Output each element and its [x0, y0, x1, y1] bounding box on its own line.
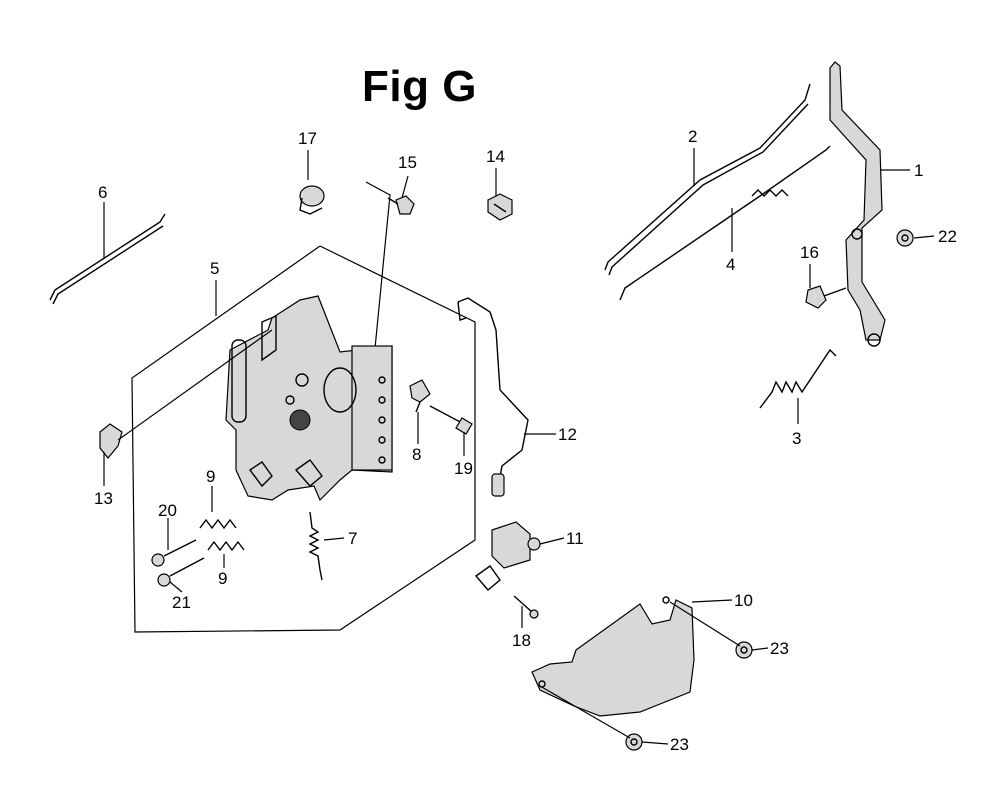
callout-8: 8 [412, 445, 421, 464]
callout-12: 12 [558, 425, 577, 444]
callout-2: 2 [688, 127, 697, 146]
callout-13: 13 [94, 489, 113, 508]
part-9-springs [199, 518, 245, 552]
callout-22: 22 [938, 227, 957, 246]
part-12-rod [457, 297, 529, 497]
callout-21: 21 [172, 593, 191, 612]
callout-20: 20 [158, 501, 177, 520]
callout-16: 16 [800, 243, 819, 262]
callout-19: 19 [454, 459, 473, 478]
figure-title: Fig G [362, 62, 477, 111]
part-18-screw [513, 595, 539, 619]
part-6-rod [49, 213, 166, 305]
part-20-bolt [151, 539, 197, 567]
callout-11: 11 [566, 529, 584, 548]
leader-lines [103, 148, 935, 745]
callout-5: 5 [210, 259, 219, 278]
callout-9-lower: 9 [218, 569, 227, 588]
callout-3: 3 [792, 429, 801, 448]
part-19-bolt [429, 405, 473, 435]
assembly-outline [131, 245, 476, 633]
part-15-bolt [387, 195, 415, 215]
part-5-control-plate [225, 295, 393, 502]
callout-9-upper: 9 [206, 467, 215, 486]
callout-6: 6 [98, 183, 107, 202]
part-8-clip [409, 379, 431, 413]
part-22-nut [896, 229, 914, 247]
part-21-bolt [157, 557, 205, 587]
callout-4: 4 [726, 255, 735, 274]
callout-1: 1 [914, 161, 923, 180]
callout-14: 14 [486, 147, 505, 166]
part-1-lever [829, 61, 886, 347]
callout-17: 17 [298, 129, 317, 148]
part-2-rod [604, 83, 811, 276]
part-11-switch [474, 521, 541, 591]
part-4-rod [619, 145, 831, 301]
callout-23-lower: 23 [670, 735, 689, 754]
part-13-clip [99, 423, 123, 459]
part-16-bolt [805, 285, 847, 309]
callout-10: 10 [734, 591, 753, 610]
part-17-clip [299, 185, 325, 215]
part-3-spring [759, 348, 837, 409]
callout-15: 15 [398, 153, 417, 172]
callout-23-upper: 23 [770, 639, 789, 658]
part-10-cover [531, 596, 695, 717]
part-7-spring [308, 511, 323, 581]
part-14-clip [487, 193, 513, 221]
callout-18: 18 [512, 631, 531, 650]
callout-7: 7 [348, 529, 357, 548]
